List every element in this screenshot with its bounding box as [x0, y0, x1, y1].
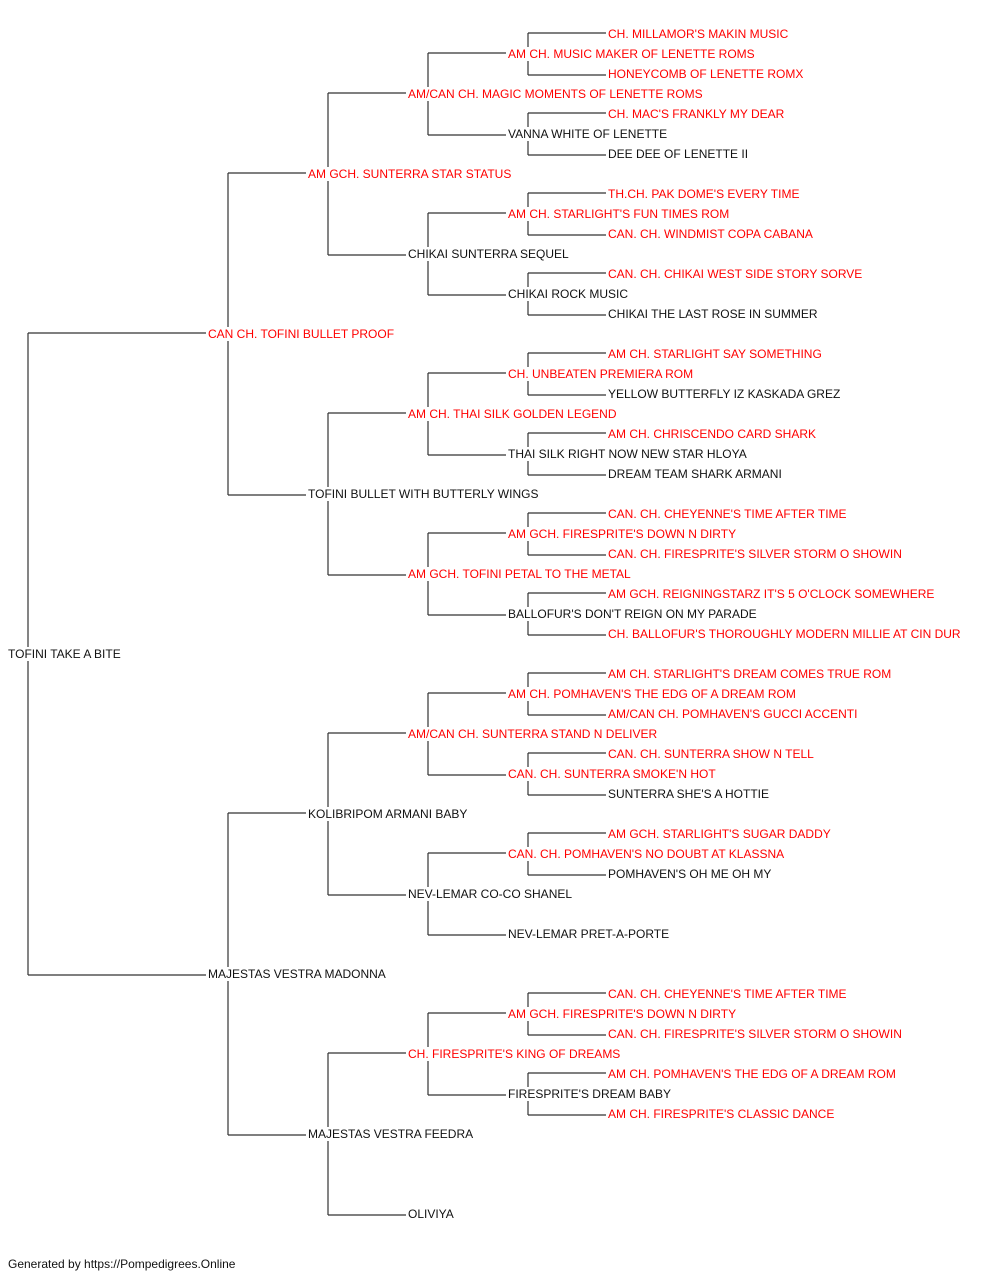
ancestor-name-gen2: KOLIBRIPOM ARMANI BABY — [308, 807, 470, 821]
ancestor-name-gen5: CAN. CH. CHEYENNE'S TIME AFTER TIME — [608, 507, 849, 521]
ancestor-name-gen5: AM CH. STARLIGHT'S DREAM COMES TRUE ROM — [608, 667, 894, 681]
ancestor-name-gen4: CH. UNBEATEN PREMIERA ROM — [508, 367, 696, 381]
ancestor-name-gen5: DREAM TEAM SHARK ARMANI — [608, 467, 784, 481]
ancestor-name-gen5: AM GCH. REIGNINGSTARZ IT'S 5 O'CLOCK SOM… — [608, 587, 937, 601]
ancestor-name-gen5: AM CH. STARLIGHT SAY SOMETHING — [608, 347, 824, 361]
dam-name: MAJESTAS VESTRA MADONNA — [208, 967, 388, 981]
ancestor-name-gen3: NEV-LEMAR CO-CO SHANEL — [408, 887, 575, 901]
ancestor-name-gen4: BALLOFUR'S DON'T REIGN ON MY PARADE — [508, 607, 759, 621]
ancestor-name-gen5: YELLOW BUTTERFLY IZ KASKADA GREZ — [608, 387, 843, 401]
ancestor-name-gen4: AM GCH. FIRESPRITE'S DOWN N DIRTY — [508, 527, 739, 541]
ancestor-name-gen3: AM GCH. TOFINI PETAL TO THE METAL — [408, 567, 633, 581]
ancestor-name-gen5: CAN. CH. FIRESPRITE'S SILVER STORM O SHO… — [608, 1027, 904, 1041]
ancestor-name-gen4: CHIKAI ROCK MUSIC — [508, 287, 631, 301]
ancestor-name-gen5: CAN. CH. CHIKAI WEST SIDE STORY SORVE — [608, 267, 865, 281]
ancestor-name-gen5: CH. BALLOFUR'S THOROUGHLY MODERN MILLIE … — [608, 627, 963, 641]
ancestor-name-gen5: DEE DEE OF LENETTE II — [608, 147, 751, 161]
ancestor-name-gen3: CH. FIRESPRITE'S KING OF DREAMS — [408, 1047, 623, 1061]
ancestor-name-gen4: CAN. CH. SUNTERRA SMOKE'N HOT — [508, 767, 718, 781]
ancestor-name-gen2: TOFINI BULLET WITH BUTTERLY WINGS — [308, 487, 541, 501]
ancestor-name-gen5: CAN. CH. CHEYENNE'S TIME AFTER TIME — [608, 987, 849, 1001]
ancestor-name-gen5: POMHAVEN'S OH ME OH MY — [608, 867, 774, 881]
ancestor-name-gen5: CH. MAC'S FRANKLY MY DEAR — [608, 107, 787, 121]
subject-name: TOFINI TAKE A BITE — [8, 647, 123, 661]
ancestor-name-gen5: AM CH. CHRISCENDO CARD SHARK — [608, 427, 819, 441]
footer-credit: Generated by https://Pompedigrees.Online — [8, 1257, 236, 1271]
ancestor-name-gen5: AM/CAN CH. POMHAVEN'S GUCCI ACCENTI — [608, 707, 860, 721]
ancestor-name-gen4: NEV-LEMAR PRET-A-PORTE — [508, 927, 672, 941]
ancestor-name-gen5: HONEYCOMB OF LENETTE ROMX — [608, 67, 806, 81]
ancestor-name-gen4: AM GCH. FIRESPRITE'S DOWN N DIRTY — [508, 1007, 739, 1021]
ancestor-name-gen5: CH. MILLAMOR'S MAKIN MUSIC — [608, 27, 791, 41]
ancestor-name-gen4: AM CH. MUSIC MAKER OF LENETTE ROMS — [508, 47, 757, 61]
ancestor-name-gen3: AM/CAN CH. SUNTERRA STAND N DELIVER — [408, 727, 660, 741]
ancestor-name-gen3: AM/CAN CH. MAGIC MOMENTS OF LENETTE ROMS — [408, 87, 705, 101]
ancestor-name-gen4: AM CH. POMHAVEN'S THE EDG OF A DREAM ROM — [508, 687, 798, 701]
ancestor-name-gen5: AM CH. POMHAVEN'S THE EDG OF A DREAM ROM — [608, 1067, 898, 1081]
ancestor-name-gen5: CAN. CH. FIRESPRITE'S SILVER STORM O SHO… — [608, 547, 904, 561]
ancestor-name-gen5: TH.CH. PAK DOME'S EVERY TIME — [608, 187, 802, 201]
ancestor-name-gen3: AM CH. THAI SILK GOLDEN LEGEND — [408, 407, 619, 421]
ancestor-name-gen2: AM GCH. SUNTERRA STAR STATUS — [308, 167, 514, 181]
ancestor-name-gen3: CHIKAI SUNTERRA SEQUEL — [408, 247, 571, 261]
ancestor-name-gen4: AM CH. STARLIGHT'S FUN TIMES ROM — [508, 207, 732, 221]
sire-name: CAN CH. TOFINI BULLET PROOF — [208, 327, 397, 341]
ancestor-name-gen4: CAN. CH. POMHAVEN'S NO DOUBT AT KLASSNA — [508, 847, 787, 861]
ancestor-name-gen4: VANNA WHITE OF LENETTE — [508, 127, 670, 141]
ancestor-name-gen5: CHIKAI THE LAST ROSE IN SUMMER — [608, 307, 820, 321]
ancestor-name-gen4: THAI SILK RIGHT NOW NEW STAR HLOYA — [508, 447, 749, 461]
ancestor-name-gen5: AM GCH. STARLIGHT'S SUGAR DADDY — [608, 827, 833, 841]
ancestor-name-gen5: SUNTERRA SHE'S A HOTTIE — [608, 787, 771, 801]
ancestor-name-gen3: OLIVIYA — [408, 1207, 456, 1221]
ancestor-name-gen5: CAN. CH. WINDMIST COPA CABANA — [608, 227, 815, 241]
ancestor-name-gen2: MAJESTAS VESTRA FEEDRA — [308, 1127, 476, 1141]
ancestor-name-gen4: FIRESPRITE'S DREAM BABY — [508, 1087, 673, 1101]
ancestor-name-gen5: CAN. CH. SUNTERRA SHOW N TELL — [608, 747, 816, 761]
ancestor-name-gen5: AM CH. FIRESPRITE'S CLASSIC DANCE — [608, 1107, 837, 1121]
